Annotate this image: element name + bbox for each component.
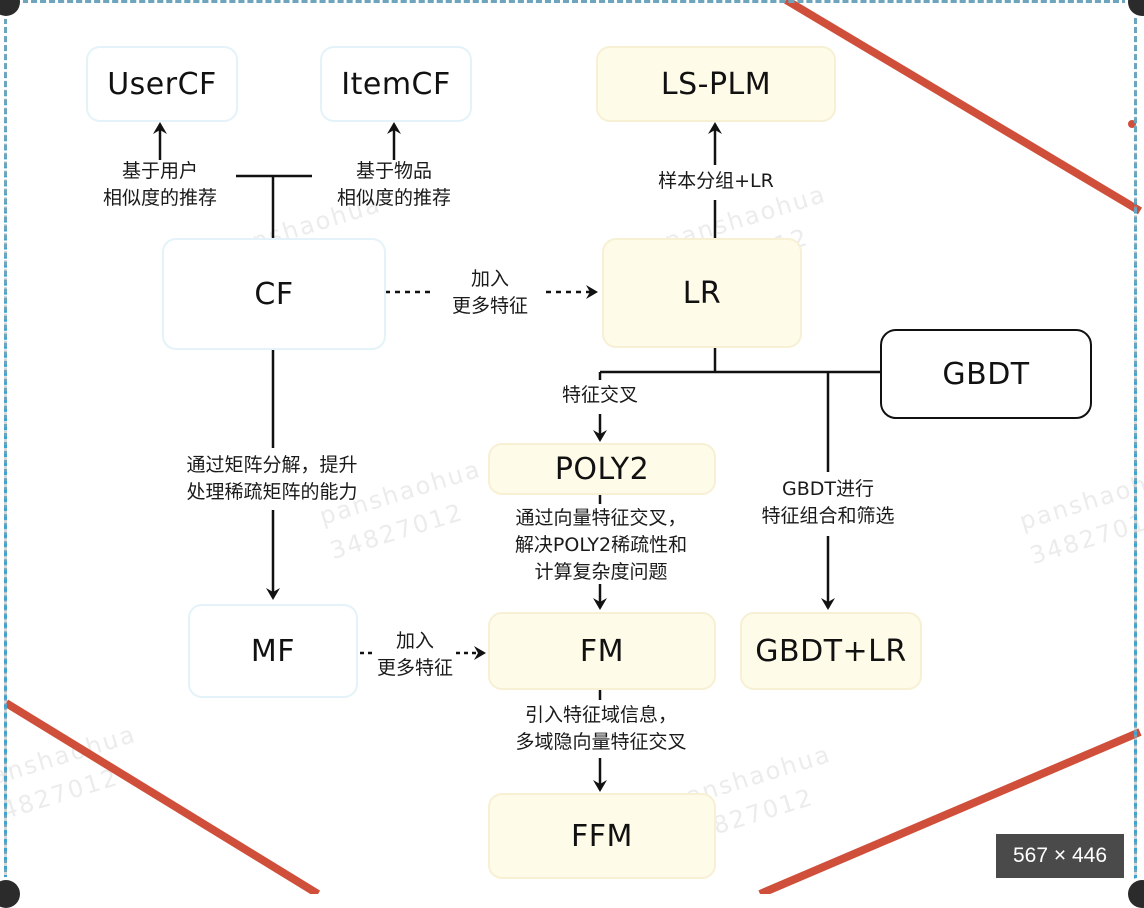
node-poly2: POLY2 xyxy=(488,443,716,495)
node-cf: CF xyxy=(162,238,386,350)
node-label: FFM xyxy=(571,818,633,854)
edge-label-poly2-fm: 通过向量特征交叉， 解决POLY2稀疏性和 计算复杂度问题 xyxy=(490,505,712,586)
edge-label-cf-itemcf: 基于物品 相似度的推荐 xyxy=(324,158,464,212)
edge-label-cf-usercf: 基于用户 相似度的推荐 xyxy=(90,158,230,212)
node-mf: MF xyxy=(188,604,358,698)
edge-label-cf-lr: 加入 更多特征 xyxy=(440,266,540,320)
edge-label-line: 计算复杂度问题 xyxy=(534,561,668,583)
node-label: LR xyxy=(682,275,722,311)
node-gbdt: GBDT xyxy=(880,329,1092,419)
node-ffm: FFM xyxy=(488,793,716,879)
edge-label-lr-lsplm: 样本分组+LR xyxy=(636,168,796,195)
edge-label-gbdt-gbdtlr: GBDT进行 特征组合和筛选 xyxy=(740,476,916,530)
resize-handle-bottom-right[interactable] xyxy=(1128,880,1144,908)
node-label: FM xyxy=(579,633,625,669)
node-label: LS-PLM xyxy=(660,66,772,102)
node-label: GBDT xyxy=(942,356,1030,392)
edge-label-line: 多域隐向量特征交叉 xyxy=(515,731,687,753)
edge-label-line: GBDT进行 xyxy=(782,478,874,500)
edge-label-line: 特征组合和筛选 xyxy=(761,505,895,527)
annotation-stroke xyxy=(783,0,1143,215)
edge-label-line: 相似度的推荐 xyxy=(102,187,217,209)
annotation-stroke xyxy=(758,728,1142,894)
node-itemcf: ItemCF xyxy=(320,46,472,122)
dimensions-text: 567 × 446 xyxy=(1012,844,1107,867)
node-label: CF xyxy=(254,276,294,312)
edge-label-line: 引入特征域信息， xyxy=(524,704,677,726)
node-fm: FM xyxy=(488,612,716,690)
edge-label-line: 加入 xyxy=(470,268,509,290)
edge-label-line: 基于物品 xyxy=(355,160,432,182)
dimensions-badge: 567 × 446 xyxy=(996,834,1124,878)
annotation-stroke xyxy=(3,699,321,894)
node-lr: LR xyxy=(602,238,802,348)
edge-label-line: 通过向量特征交叉， xyxy=(515,507,687,529)
resize-handle-top-right[interactable] xyxy=(1128,0,1144,16)
edge-label-line: 解决POLY2稀疏性和 xyxy=(514,534,688,556)
node-gbdt-lr: GBDT+LR xyxy=(740,612,922,690)
edge-label-line: 通过矩阵分解，提升 xyxy=(186,454,358,476)
edge-label-line: 样本分组+LR xyxy=(658,170,774,192)
edge-label-line: 相似度的推荐 xyxy=(336,187,451,209)
resize-handle-top-left[interactable] xyxy=(0,0,20,16)
edge-label-line: 处理稀疏矩阵的能力 xyxy=(186,481,358,503)
edge-label-line: 更多特征 xyxy=(376,657,453,679)
edge-label-line: 加入 xyxy=(395,630,434,652)
edge-label-mf-fm: 加入 更多特征 xyxy=(368,628,462,682)
node-label: ItemCF xyxy=(341,66,451,102)
edge-label-lr-poly2: 特征交叉 xyxy=(548,382,652,409)
node-label: POLY2 xyxy=(554,451,650,487)
edge-label-cf-mf: 通过矩阵分解，提升 处理稀疏矩阵的能力 xyxy=(166,452,378,506)
node-label: MF xyxy=(250,633,296,669)
edge-label-line: 基于用户 xyxy=(121,160,198,182)
selection-frame xyxy=(4,0,1137,893)
node-label: GBDT+LR xyxy=(755,633,907,669)
edge-label-fm-ffm: 引入特征域信息， 多域隐向量特征交叉 xyxy=(490,702,712,756)
node-usercf: UserCF xyxy=(86,46,238,122)
edge-label-line: 特征交叉 xyxy=(561,384,638,406)
node-lsplm: LS-PLM xyxy=(596,46,836,122)
node-label: UserCF xyxy=(107,66,217,102)
edge-label-line: 更多特征 xyxy=(451,295,528,317)
